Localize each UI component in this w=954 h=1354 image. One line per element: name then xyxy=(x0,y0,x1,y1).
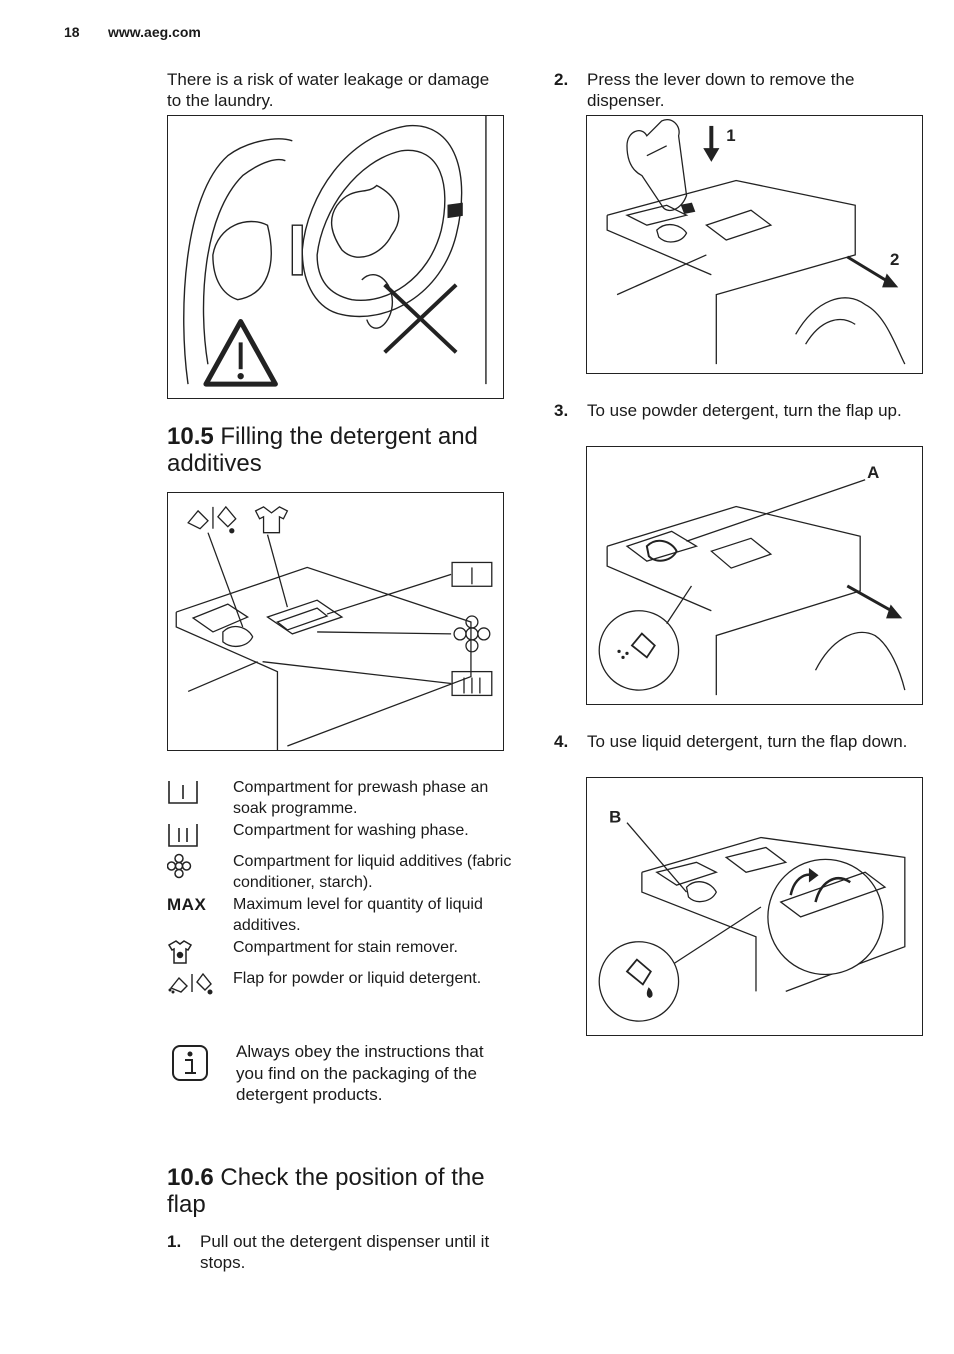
step-3-text: To use powder detergent, turn the flap u… xyxy=(587,401,902,420)
flap-up-illustration: A xyxy=(586,446,923,705)
step-1-number: 1. xyxy=(167,1232,182,1251)
step-2-text: Press the lever down to remove the dispe… xyxy=(587,70,855,110)
powder-liquid-flap-icon xyxy=(187,505,237,534)
callout-a: A xyxy=(867,463,879,482)
section-number: 10.5 xyxy=(167,423,214,450)
shirt-stain-icon xyxy=(167,940,193,964)
section-number: 10.6 xyxy=(167,1164,214,1191)
website-url: www.aeg.com xyxy=(108,24,201,40)
flower-icon xyxy=(453,615,491,653)
flower-icon xyxy=(167,853,192,879)
legend-item-liquid-additives: Compartment for liquid additives (fabric… xyxy=(167,851,517,895)
section-title: Check the position of the flap xyxy=(167,1164,485,1218)
callout-1: 1 xyxy=(726,126,735,145)
legend-text: Compartment for prewash phase an soak pr… xyxy=(233,779,489,817)
legend-item-prewash: Compartment for prewash phase an soak pr… xyxy=(167,777,517,821)
legend-item-wash: Compartment for washing phase. xyxy=(167,820,517,850)
legend-text: Compartment for liquid additives (fabric… xyxy=(233,853,512,891)
info-icon xyxy=(172,1045,208,1081)
step-3-number: 3. xyxy=(554,401,569,420)
dispenser-compartments-illustration xyxy=(167,492,504,751)
prewash-compartment-icon xyxy=(168,781,198,804)
section-title: Filling the detergent and additives xyxy=(167,423,478,477)
legend-text: Flap for powder or liquid detergent. xyxy=(233,970,482,987)
max-label: MAX xyxy=(167,895,207,914)
wash-compartment-icon xyxy=(168,824,198,847)
page-number: 18 xyxy=(64,24,80,40)
powder-liquid-flap-icon xyxy=(168,972,213,995)
legend-item-stain-remover: Compartment for stain remover. xyxy=(167,937,517,967)
info-note-text: Always obey the instructions that you fi… xyxy=(236,1042,484,1104)
legend-text: Compartment for stain remover. xyxy=(233,939,458,956)
callout-2: 2 xyxy=(890,250,899,269)
step-2-number: 2. xyxy=(554,70,569,89)
section-10-5-heading: 10.5 Filling the detergent and additives xyxy=(167,423,517,477)
shirt-stain-icon xyxy=(254,506,289,534)
step-1-text: Pull out the detergent dispenser until i… xyxy=(200,1232,490,1272)
step-4-text: To use liquid detergent, turn the flap d… xyxy=(587,732,908,751)
step-4-number: 4. xyxy=(554,732,569,751)
legend-item-max: MAX Maximum level for quantity of liquid… xyxy=(167,894,517,938)
callout-b: B xyxy=(609,808,621,827)
legend-item-flap: Flap for powder or liquid detergent. xyxy=(167,968,517,1012)
legend-text: Compartment for washing phase. xyxy=(233,822,469,839)
section-10-6-heading: 10.6 Check the position of the flap xyxy=(167,1164,517,1218)
remove-dispenser-illustration: 1 2 xyxy=(586,115,923,374)
intro-text: There is a risk of water leakage or dama… xyxy=(167,70,490,110)
flap-down-illustration: B xyxy=(586,777,923,1036)
door-warning-illustration xyxy=(167,115,504,399)
legend-text: Maximum level for quantity of liquid add… xyxy=(233,896,483,934)
